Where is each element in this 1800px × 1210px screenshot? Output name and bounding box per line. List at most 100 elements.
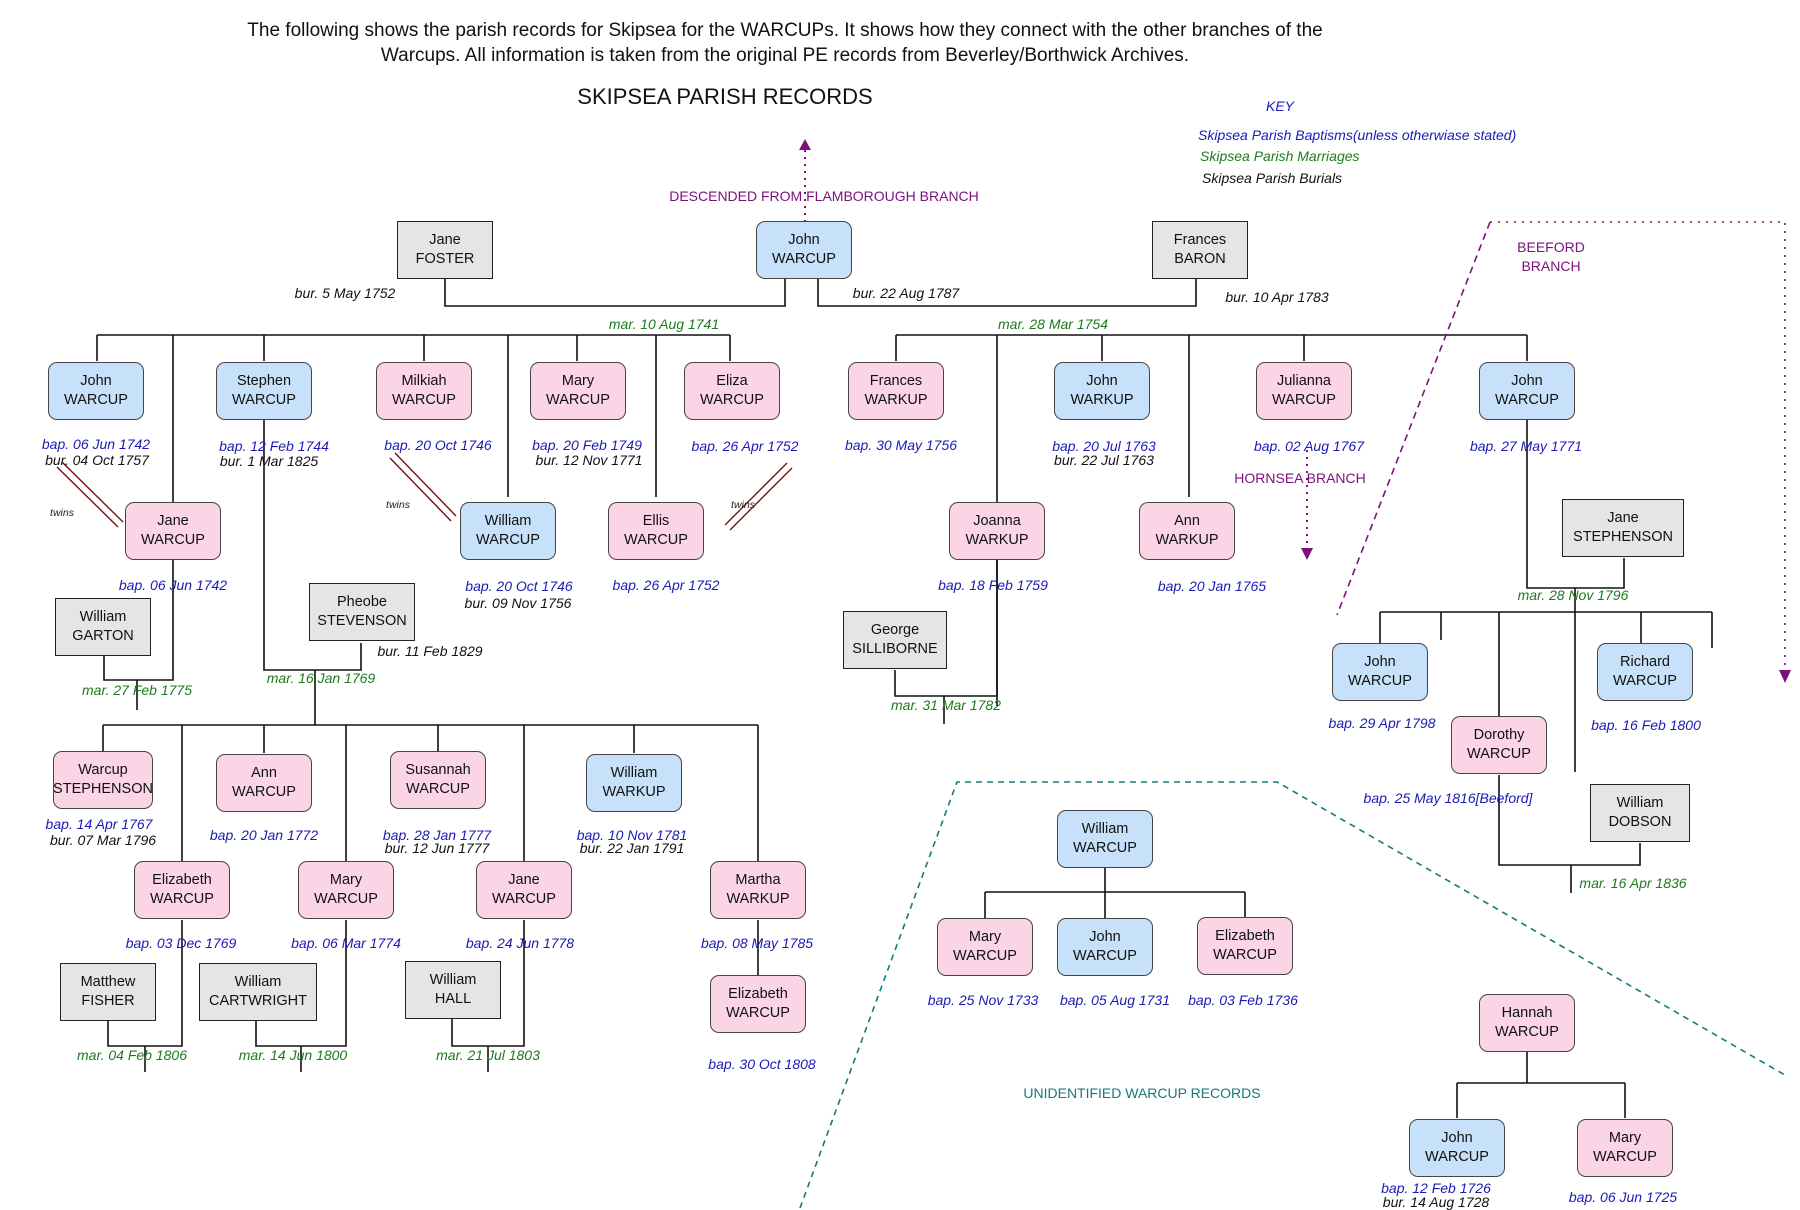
surname: GARTON [72,628,134,644]
surname: WARCUP [314,891,378,907]
surname: WARCUP [1272,392,1336,408]
surname: WARCUP [1593,1149,1657,1165]
first-name: Jane [1607,510,1639,526]
first-name: John [80,373,112,389]
baptism-label: bap. 26 Apr 1752 [612,577,720,593]
first-name: Jane [157,513,189,529]
first-name: Mary [329,872,363,888]
first-name: Elizabeth [728,986,788,1002]
baptism-label: bap. 20 Oct 1746 [384,437,492,453]
marriage-label: mar. 27 Feb 1775 [82,682,192,698]
baptism-label: bap. 12 Feb 1744 [219,438,329,454]
burial-label: bur. 10 Apr 1783 [1225,289,1329,305]
first-name: Jane [508,872,540,888]
first-name: John [788,232,820,248]
marriage-label: mar. 14 Jun 1800 [238,1047,348,1063]
flamborough-branch-label: DESCENDED FROM FLAMBOROUGH BRANCH [669,188,979,204]
first-name: Elizabeth [152,872,212,888]
unidentified-records-label: UNIDENTIFIED WARCUP RECORDS [1023,1085,1261,1101]
first-name: Ellis [642,513,670,529]
marriage-label: mar. 10 Aug 1741 [608,316,720,332]
baptism-label: bap. 06 Jun 1742 [118,577,228,593]
first-name: Martha [735,872,781,888]
first-name: William [1616,795,1664,811]
first-name: Mary [561,373,595,389]
surname: WARCUP [476,532,540,548]
surname: STEVENSON [317,613,407,629]
first-name: George [870,622,920,638]
first-name: Frances [1173,232,1227,248]
baptism-label: bap. 27 May 1771 [1469,438,1583,454]
first-name: Jane [429,232,461,248]
twins-label: twins [386,499,410,511]
hornsea-branch-label: HORNSEA BRANCH [1234,470,1366,486]
baptism-label: bap. 06 Mar 1774 [291,935,401,951]
marriage-line-1769 [263,420,362,671]
first-name: Hannah [1501,1005,1553,1021]
marriage-line-1775 [103,555,174,681]
first-name: William [484,513,532,529]
surname: STEPHENSON [1573,529,1673,545]
baptism-label: bap. 30 May 1756 [844,437,958,453]
surname: WARCUP [624,532,688,548]
baptism-label: bap. 10 Nov 1781 [576,827,688,843]
surname: BARON [1174,251,1226,267]
baptism-label: bap. 20 Jan 1772 [209,827,319,843]
surname: WARCUP [1213,947,1277,963]
surname: WARCUP [232,784,296,800]
baptism-label: bap. 03 Feb 1736 [1188,992,1298,1008]
key-burials: Skipsea Parish Burials [1202,170,1343,186]
hornsea-arrowhead [1301,548,1313,560]
first-name: Ann [1174,513,1200,529]
baptism-label: bap. 03 Dec 1769 [125,935,237,951]
baptism-label: bap. 25 Nov 1733 [927,992,1039,1008]
baptism-label: bap. 28 Jan 1777 [382,827,492,843]
surname: WARKUP [602,784,666,800]
beeford-arrowhead [1779,670,1791,683]
marriage-label: mar. 16 Jan 1769 [266,670,376,686]
marriage-label: mar. 31 Mar 1782 [891,697,1001,713]
marriage-label: mar. 16 Apr 1836 [1579,875,1687,891]
surname: WARCUP [953,948,1017,964]
baptism-label: bap. 18 Feb 1759 [938,577,1048,593]
surname: WARCUP [492,891,556,907]
children-bar-1769 [102,670,759,862]
surname: FOSTER [415,251,475,267]
marriage-label: mar. 28 Mar 1754 [998,316,1108,332]
surname: WARCUP [1467,746,1531,762]
marriage-line-1754 [817,273,1197,307]
surname: FISHER [81,993,135,1009]
first-name: William [1081,821,1129,837]
key-baptisms: Skipsea Parish Baptisms(unless otherwias… [1198,127,1517,143]
baptism-label: bap. 24 Jun 1778 [465,935,575,951]
first-name: Joanna [973,513,1021,529]
header-line-1: The following shows the parish records f… [247,20,1323,41]
surname: WARCUP [1425,1149,1489,1165]
surname: DOBSON [1608,814,1672,830]
baptism-label: bap. 25 May 1816[Beeford] [1363,790,1533,806]
surname: WARKUP [864,392,928,408]
burial-label: bur. 11 Feb 1829 [377,643,483,659]
